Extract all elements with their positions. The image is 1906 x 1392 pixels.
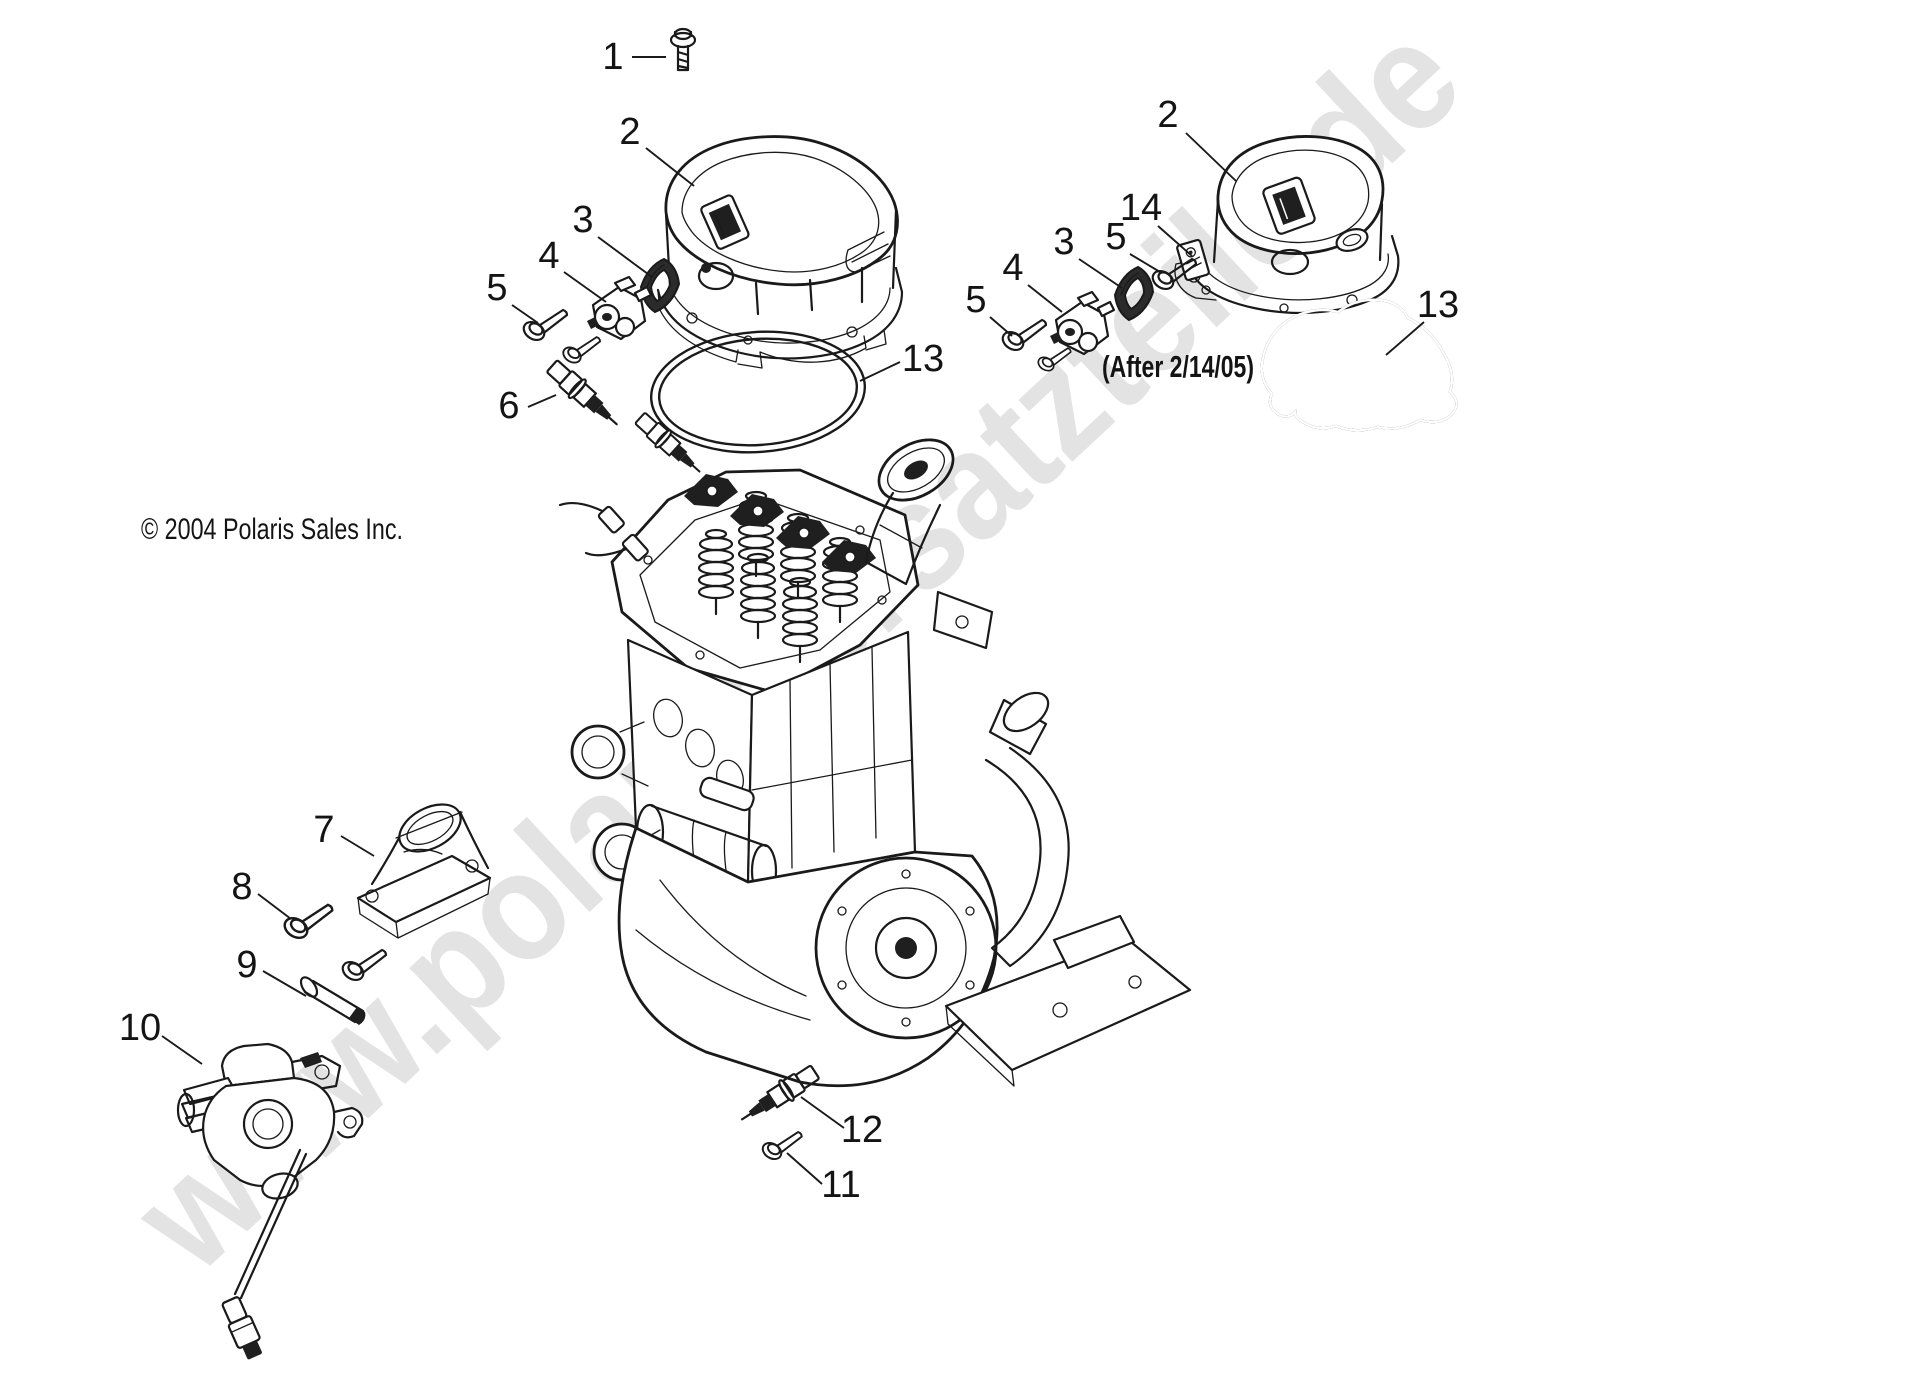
valve-cover-right	[1174, 135, 1400, 314]
screw-part-1	[669, 27, 697, 72]
callout-labels: 1 2 3 4 5 6 13 2 14 5 3 4 5 13 7 8 9 10 …	[119, 36, 1459, 1206]
callout-5-left: 5	[486, 267, 507, 309]
callout-14: 14	[1120, 187, 1162, 229]
seal-right	[1113, 265, 1155, 322]
callout-12: 12	[841, 1109, 883, 1151]
callout-8: 8	[231, 866, 252, 908]
callout-2-left: 2	[619, 111, 640, 153]
engine-assembly	[558, 438, 1192, 1088]
throttle-body	[176, 1042, 364, 1360]
callout-13-left: 13	[902, 338, 944, 380]
callout-5-right-a: 5	[1105, 216, 1126, 258]
callout-7: 7	[313, 809, 334, 851]
callout-4-left: 4	[538, 235, 559, 277]
callout-9: 9	[236, 944, 257, 986]
valve-cover-left	[656, 135, 904, 369]
callout-6: 6	[498, 385, 519, 427]
leader-lines	[161, 56, 1425, 1185]
cover-gasket-right	[1260, 298, 1458, 432]
copyright-text: © 2004 Polaris Sales Inc.	[141, 513, 403, 546]
valve-assembly-left	[587, 275, 653, 341]
callout-11: 11	[821, 1164, 860, 1206]
callout-5-right-b: 5	[965, 279, 986, 321]
bolt-5-left-b	[559, 336, 601, 367]
seal-left	[639, 257, 681, 314]
o-ring-left	[649, 330, 867, 454]
intake-boot	[356, 803, 492, 939]
callout-10: 10	[119, 1007, 161, 1049]
callout-13-right: 13	[1417, 284, 1459, 326]
callout-1: 1	[602, 36, 623, 78]
sensor-part-6	[542, 355, 626, 435]
callout-4-right: 4	[1002, 247, 1023, 289]
callout-3-right: 3	[1053, 221, 1074, 263]
callout-2-right: 2	[1157, 94, 1178, 136]
callout-3-left: 3	[572, 199, 593, 241]
bolt-8-a	[279, 903, 334, 944]
dowel-pin	[299, 976, 366, 1025]
bolt-11	[758, 1131, 803, 1164]
after-date-note: (After 2/14/05)	[1102, 349, 1254, 384]
